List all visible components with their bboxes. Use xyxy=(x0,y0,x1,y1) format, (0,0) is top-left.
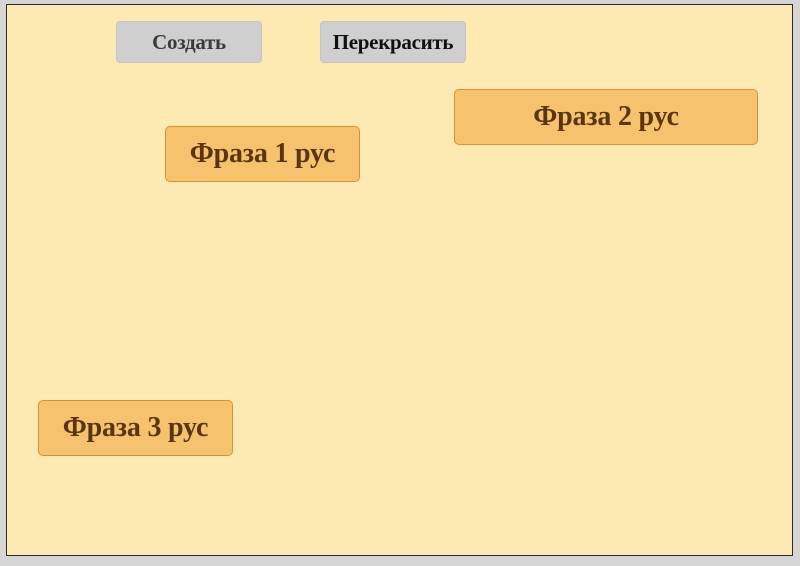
workspace-canvas: Создать Перекрасить Фраза 1 рус Фраза 2 … xyxy=(6,4,793,556)
phrase-card-1[interactable]: Фраза 1 рус xyxy=(165,126,360,182)
create-button[interactable]: Создать xyxy=(116,21,262,63)
phrase-card-2[interactable]: Фраза 2 рус xyxy=(454,89,758,145)
phrase-card-3[interactable]: Фраза 3 рус xyxy=(38,400,233,456)
recolor-button[interactable]: Перекрасить xyxy=(320,21,466,63)
